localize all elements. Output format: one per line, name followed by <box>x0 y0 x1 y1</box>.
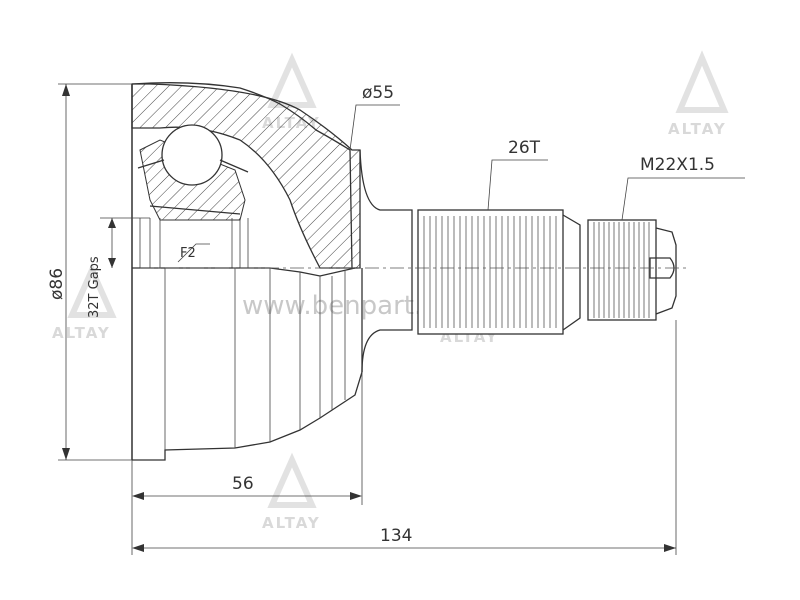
label-depth: 56 <box>232 474 254 494</box>
watermark-altay-logo-5: ALTAY <box>262 452 321 532</box>
svg-text:ALTAY: ALTAY <box>52 324 111 342</box>
svg-text:ALTAY: ALTAY <box>668 120 727 138</box>
label-spline: 26T <box>508 138 541 158</box>
label-bell-diameter: ø55 <box>362 83 394 103</box>
label-thread: M22X1.5 <box>640 155 715 175</box>
cv-joint-profile <box>131 82 690 461</box>
spline-shaft <box>417 209 564 335</box>
threaded-end <box>587 219 657 321</box>
label-outer-diameter: ø86 <box>47 268 67 300</box>
dimension-lines <box>58 83 745 555</box>
spline-teeth <box>423 216 557 328</box>
svg-text:ALTAY: ALTAY <box>262 514 321 532</box>
dimension-labels: ø86 32T Gaps F2 ø55 26T M22X1.5 56 134 <box>47 83 715 546</box>
watermark-altay-logo-2: ALTAY <box>668 50 729 138</box>
label-gaps: 32T Gaps <box>87 256 102 318</box>
label-feature-f2: F2 <box>180 246 196 261</box>
label-overall-length: 134 <box>380 526 412 546</box>
thread-lines <box>593 222 650 318</box>
ball <box>161 124 223 186</box>
